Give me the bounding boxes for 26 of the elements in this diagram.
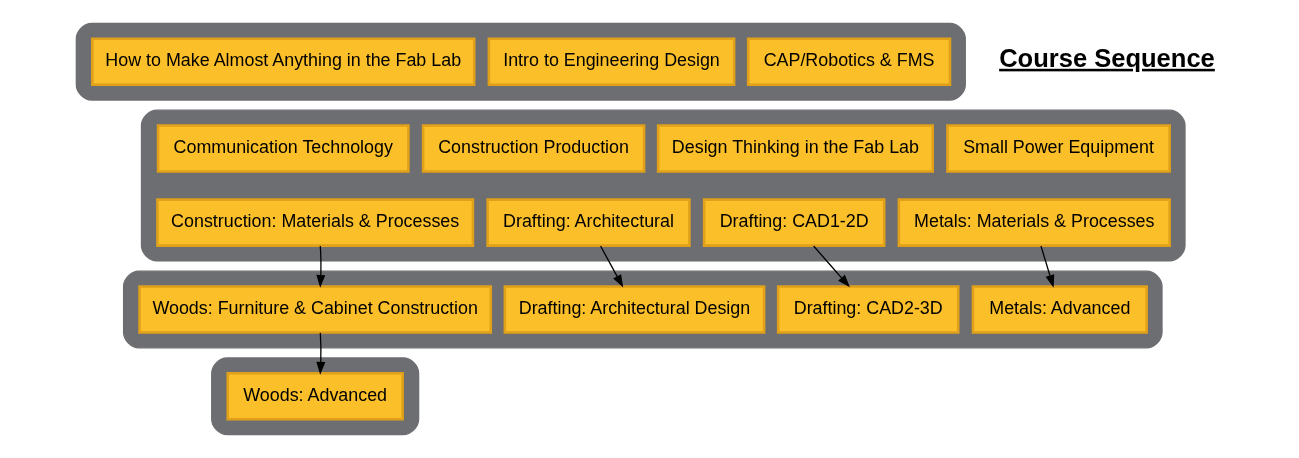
node-box: Intro to Engineering Design	[487, 37, 736, 86]
arrow	[1040, 245, 1055, 288]
cluster	[75, 22, 966, 101]
node-box: Metals: Materials & Processes	[897, 198, 1171, 247]
node-box: Woods: Furniture & Cabinet Construction	[138, 285, 493, 334]
node-box: Construction Production	[421, 124, 646, 173]
node-box: Drafting: CAD1-2D	[702, 198, 886, 247]
cluster	[211, 357, 420, 436]
arrow	[316, 332, 326, 375]
node-box: CAP/Robotics & FMS	[746, 37, 952, 86]
node-box: Woods: Advanced	[226, 372, 404, 421]
node-box: Drafting: CAD2-3D	[776, 285, 960, 334]
node-box: Metals: Advanced	[971, 285, 1148, 334]
arrow	[599, 245, 624, 288]
node-box: Small Power Equipment	[946, 124, 1171, 173]
node-box: Drafting: Architectural Design	[503, 285, 766, 334]
node-box: Design Thinking in the Fab Lab	[656, 124, 934, 173]
cluster	[122, 270, 1163, 349]
label: Course Sequence	[999, 43, 1215, 72]
cluster	[140, 109, 1186, 262]
node-box: Drafting: Architectural	[486, 198, 691, 247]
arrow	[316, 245, 326, 288]
arrow	[813, 245, 850, 288]
node-box: Communication Technology	[156, 124, 410, 173]
node-box: How to Make Almost Anything in the Fab Lab	[91, 37, 476, 86]
node-box: Construction: Materials & Processes	[156, 198, 475, 247]
